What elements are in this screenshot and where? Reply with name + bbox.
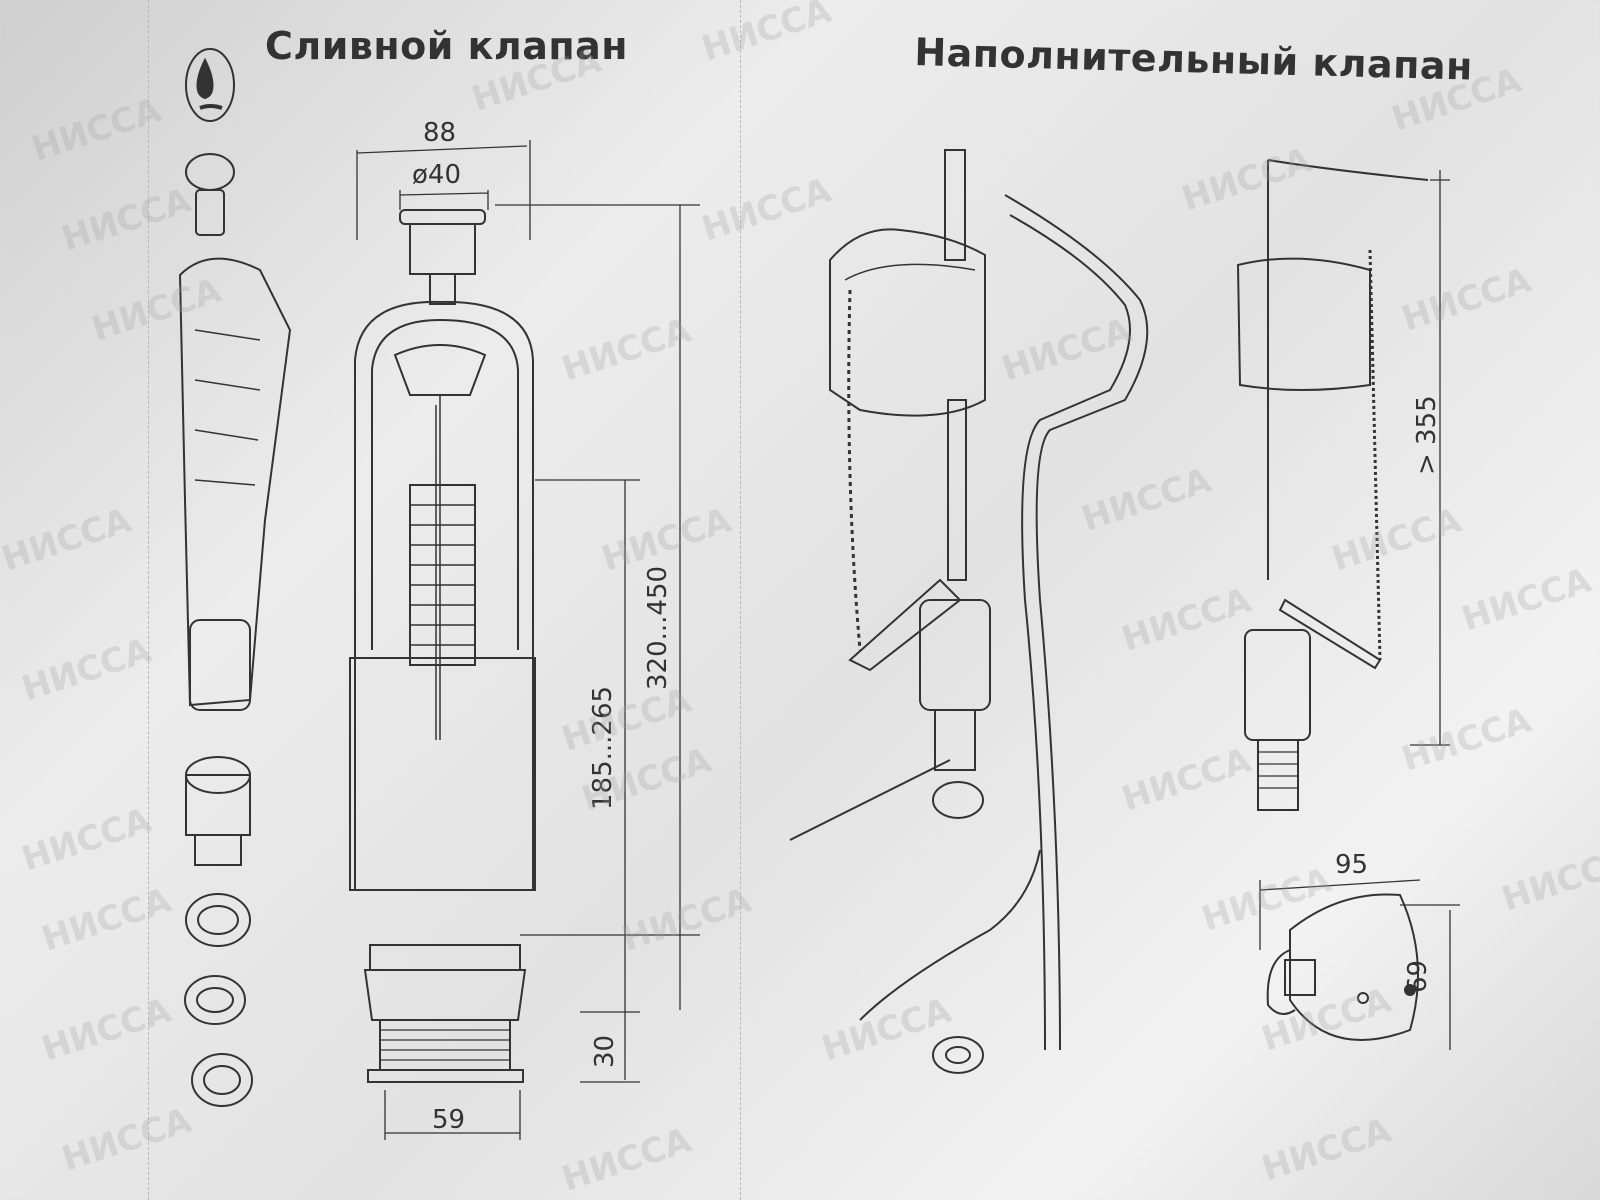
fill-valve-side: [1236, 159, 1429, 811]
dim-height-range: 320...450: [643, 565, 673, 690]
drain-valve-title: Сливной клапан: [265, 24, 629, 68]
dim-float-width: 95: [1335, 850, 1369, 880]
dim-width-88: 88: [423, 118, 457, 148]
dim-min-height: > 355: [1412, 395, 1442, 475]
fill-valve-perspective: [829, 149, 991, 771]
dim-thread-height: 30: [590, 1034, 620, 1068]
dim-base-width: 59: [432, 1105, 466, 1135]
dim-float-depth: 69: [1400, 960, 1430, 994]
dim-button-diameter: ø40: [412, 160, 461, 190]
fill-valve-panel: [740, 0, 1600, 1200]
tank-outline: [789, 194, 1149, 1074]
dimension-lines: [356, 140, 700, 1140]
dim-overflow-range: 185...265: [588, 685, 618, 810]
drain-valve-panel: [148, 0, 741, 1200]
fill-dimension-lines: [1259, 170, 1460, 1050]
drain-valve-drawing: [349, 209, 536, 1083]
water-drop-icon: [185, 48, 235, 122]
float-drawing: [1266, 893, 1419, 1041]
exploded-parts: [178, 153, 292, 1107]
